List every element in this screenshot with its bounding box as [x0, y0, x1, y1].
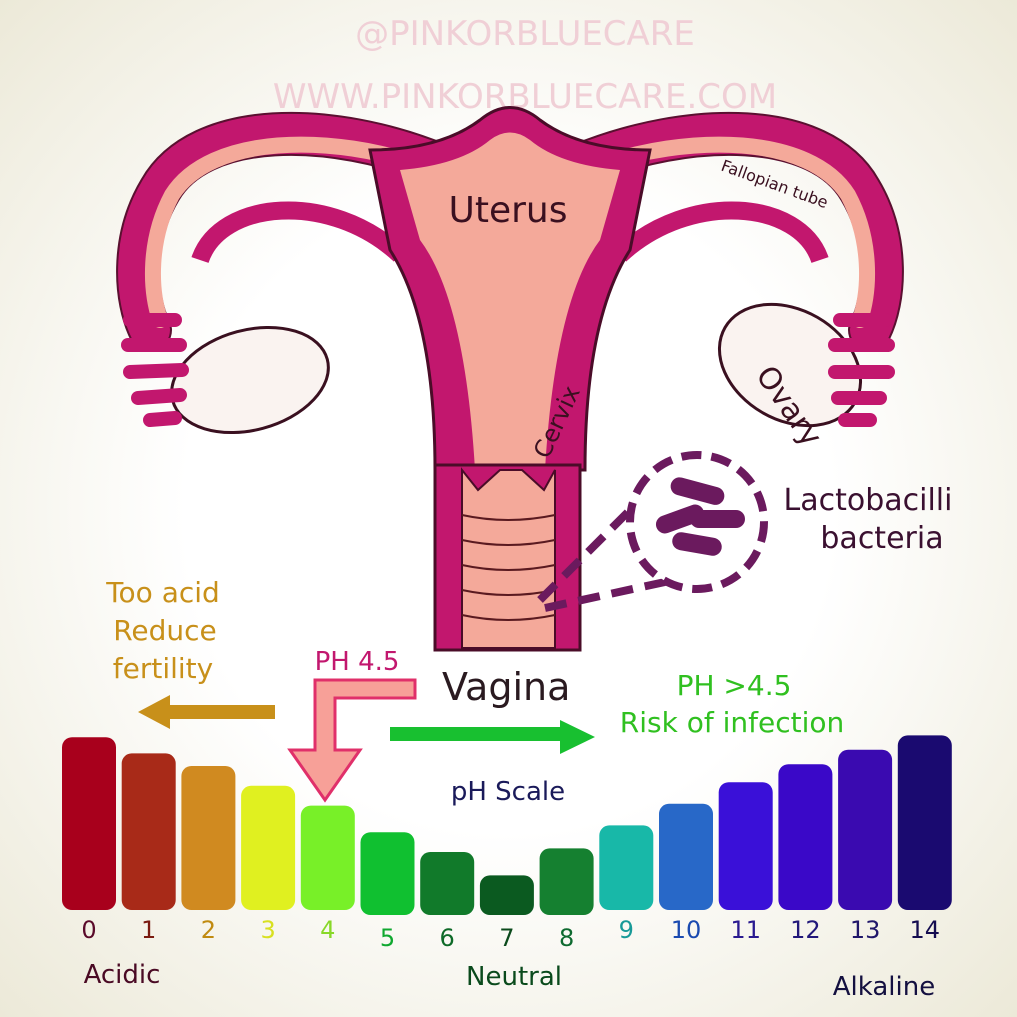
too-acid-line3: fertility	[113, 652, 213, 685]
ph-bar-13	[838, 749, 893, 910]
ph-bar-2	[181, 766, 236, 910]
alkaline-label: Alkaline	[833, 972, 935, 1002]
ph-normal-label: PH 4.5	[315, 647, 400, 677]
vaginal-rugae	[461, 514, 556, 621]
ph-tick-label-11: 11	[730, 916, 761, 944]
ph-tick-label-1: 1	[141, 916, 156, 944]
ph-tick-label-14: 14	[910, 916, 941, 944]
ph-normal-arrow	[287, 678, 417, 803]
ph-bar-0	[62, 737, 116, 910]
ph-tick-label-7: 7	[499, 924, 514, 952]
ph-tick-label-12: 12	[790, 916, 821, 944]
bacteria-rods	[655, 477, 745, 556]
ph-bar-10	[659, 803, 713, 910]
ph-tick-label-10: 10	[671, 916, 702, 944]
ph-bar-7	[479, 875, 534, 915]
ph-bar-11	[718, 782, 773, 910]
ph-bar-12	[778, 764, 833, 910]
ph-tick-label-5: 5	[380, 924, 395, 952]
watermark-handle: @PINKORBLUECARE	[355, 14, 695, 54]
ph-bar-8	[539, 848, 594, 915]
bacteria-label-line1: Lactobacilli	[784, 483, 953, 518]
ph-bar-3	[241, 785, 296, 910]
ph-tick-label-6: 6	[440, 924, 455, 952]
bacteria-label-line2: bacteria	[820, 521, 943, 556]
ph-bar-6	[420, 852, 475, 915]
ph-tick-label-13: 13	[850, 916, 881, 944]
vagina-label: Vagina	[442, 665, 570, 709]
ph-tick-label-9: 9	[619, 916, 634, 944]
infection-arrow	[390, 720, 595, 754]
ph-scale-title: pH Scale	[451, 777, 565, 807]
ph-bar-5	[360, 832, 415, 915]
left-fimbriae	[121, 313, 189, 427]
ph-tick-label-2: 2	[201, 916, 216, 944]
ph-bar-4	[300, 805, 355, 910]
too-acid-line2: Reduce	[113, 614, 217, 647]
uterus-illustration	[116, 106, 904, 652]
acidic-label: Acidic	[84, 960, 161, 990]
too-acid-line1: Too acid	[105, 576, 220, 609]
neutral-label: Neutral	[466, 962, 562, 992]
risk-line1: PH >4.5	[677, 669, 792, 702]
ph-bar-9	[599, 825, 654, 910]
ph-bar-1	[121, 753, 176, 910]
right-fimbriae	[828, 313, 895, 427]
ph-tick-label-4: 4	[320, 916, 335, 944]
risk-line2: Risk of infection	[620, 706, 844, 739]
acid-arrow	[138, 695, 275, 729]
ph-tick-label-3: 3	[260, 916, 275, 944]
lactobacilli-callout	[537, 451, 768, 612]
ph-tick-label-0: 0	[81, 916, 96, 944]
uterus-label: Uterus	[449, 190, 568, 231]
ph-bar-14	[897, 735, 952, 910]
left-ovary	[170, 325, 330, 435]
ph-tick-label-8: 8	[559, 924, 574, 952]
